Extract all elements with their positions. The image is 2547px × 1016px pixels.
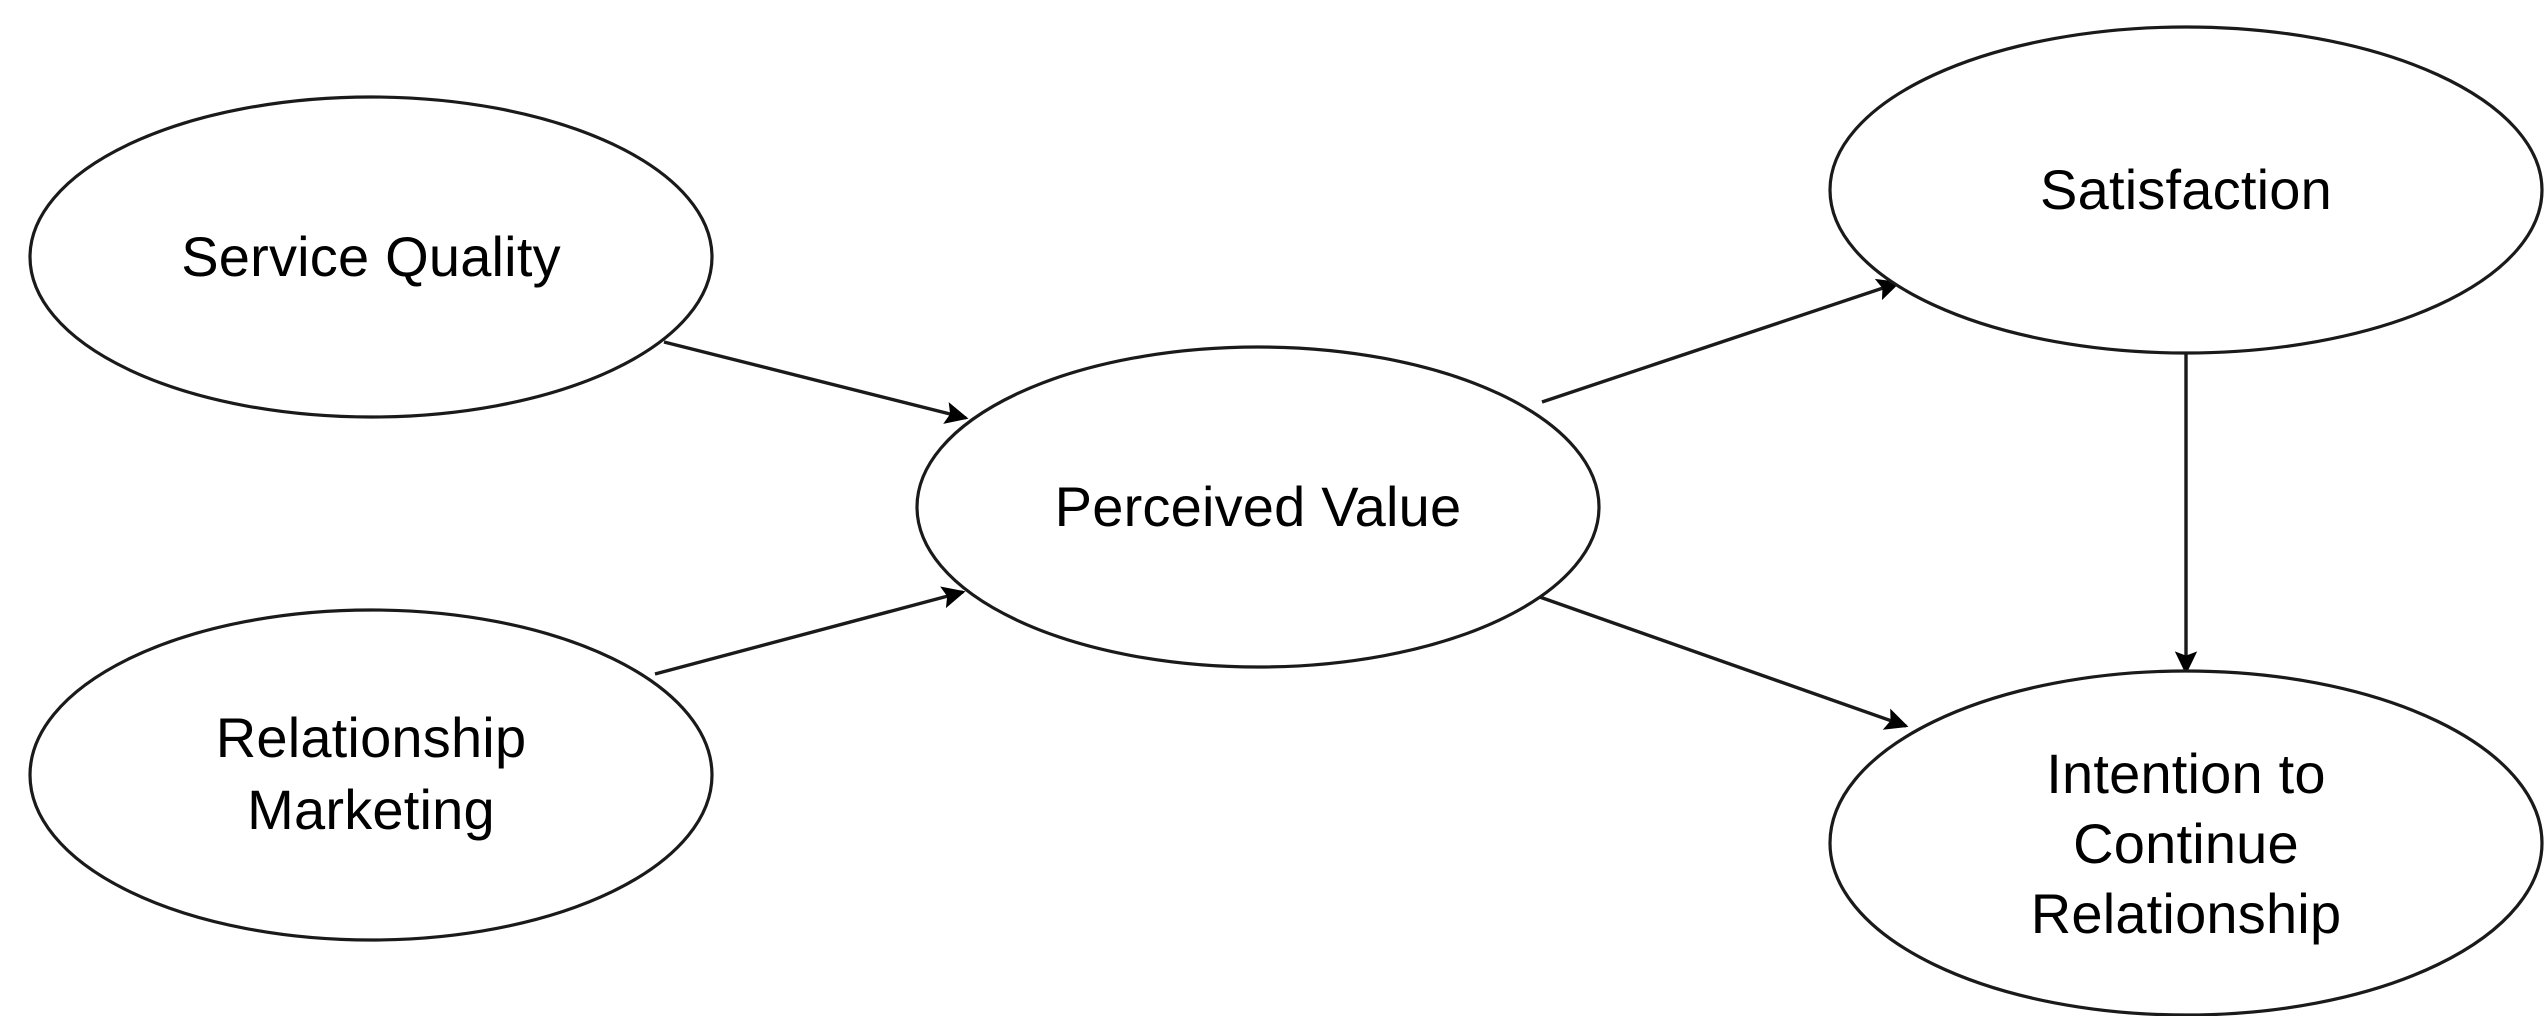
node-perceived-value[interactable]: Perceived Value: [915, 345, 1601, 669]
perceived-value-ellipse[interactable]: [915, 345, 1601, 669]
service-quality-ellipse[interactable]: [28, 95, 714, 419]
edge-group: [654, 278, 2198, 730]
relationship-marketing-label-line-2: Marketing: [247, 778, 495, 841]
intention-to-continue-relationship-ellipse[interactable]: [1828, 669, 2544, 1016]
edge-relationship-marketing-to-perceived-value: [654, 586, 966, 676]
relationship-marketing-label-line-1: Relationship: [216, 706, 527, 769]
intention-label-line-1: Intention to: [2046, 742, 2326, 805]
intention-label-line-3: Relationship: [2031, 882, 2342, 945]
relationship-marketing-ellipse[interactable]: [28, 608, 714, 942]
satisfaction-ellipse[interactable]: [1828, 25, 2544, 355]
edge-perceived-value-to-satisfaction: [1541, 278, 1901, 404]
node-relationship-marketing[interactable]: Relationship Marketing: [28, 608, 714, 942]
node-service-quality[interactable]: Service Quality: [28, 95, 714, 419]
node-satisfaction[interactable]: Satisfaction: [1828, 25, 2544, 355]
service-quality-label: Service Quality: [181, 225, 561, 288]
perceived-value-label: Perceived Value: [1055, 475, 1462, 538]
satisfaction-label: Satisfaction: [2040, 158, 2332, 221]
intention-label-line-2: Continue: [2073, 812, 2299, 875]
edge-perceived-value-to-intention: [1533, 593, 1909, 730]
edge-service-quality-to-perceived-value: [663, 340, 969, 424]
node-intention-to-continue-relationship[interactable]: Intention to Continue Relationship: [1828, 669, 2544, 1016]
